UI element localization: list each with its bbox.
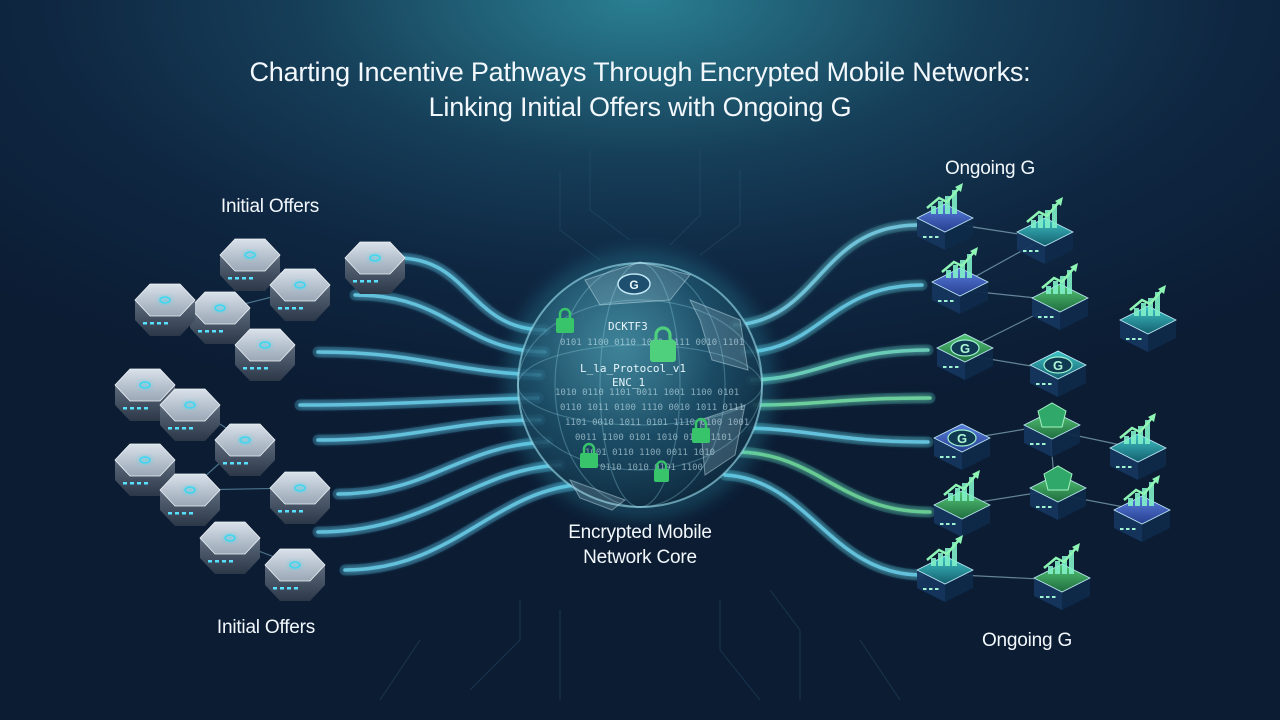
hexagon-server-icon	[189, 291, 251, 344]
circuit-traces	[379, 150, 901, 701]
initial-offers-label-bottom: Initial Offers	[216, 617, 316, 638]
growth-chart-icon	[1041, 263, 1078, 294]
right-node-links	[959, 224, 1141, 581]
g-badge-icon: G	[947, 429, 977, 447]
core-label-line-1: Encrypted Mobile	[568, 522, 712, 543]
hexagon-server-icon	[159, 473, 221, 526]
lock-icon	[654, 460, 669, 482]
diagram-title-line-1: Charting Incentive Pathways Through Encr…	[249, 57, 1031, 87]
svg-text:G: G	[960, 341, 970, 356]
lock-icon	[556, 307, 574, 333]
g-badge-node: G	[1029, 350, 1087, 397]
growth-chart-icon	[926, 183, 963, 214]
hexagon-server-icon	[134, 283, 196, 336]
hexagon-server-icon	[114, 443, 176, 496]
hexagon-server-icon	[269, 268, 331, 321]
growth-chart-node	[1113, 475, 1171, 542]
growth-chart-icon	[943, 470, 980, 501]
growth-chart-icon	[1026, 197, 1063, 228]
svg-text:1101 0010 1011 0101 1110 0100: 1101 0010 1011 0101 1110 0100 1001	[565, 418, 749, 428]
hexagon-server-icon	[199, 521, 261, 574]
growth-chart-node	[1031, 263, 1089, 330]
hexagon-server-icon	[269, 471, 331, 524]
svg-text:0011 1100 0101 1010 0110 1101: 0011 1100 0101 1010 0110 1101	[575, 433, 732, 443]
ongoing-growth-nodes: G G G	[916, 183, 1177, 610]
gem-node	[1029, 465, 1087, 520]
growth-chart-icon	[1043, 543, 1080, 574]
growth-chart-icon	[1129, 285, 1166, 316]
core-label: Encrypted Mobile Network Core	[510, 520, 770, 570]
hexagon-server-icon	[344, 241, 406, 294]
hexagon-server-icon	[214, 423, 276, 476]
g-badge-node: G	[933, 423, 991, 470]
initial-offer-nodes	[114, 238, 406, 601]
growth-chart-icon	[926, 535, 963, 566]
ongoing-label-bottom: Ongoing G	[981, 630, 1073, 651]
svg-text:G: G	[957, 431, 967, 446]
initial-offers-label-top: Initial Offers	[220, 196, 320, 217]
encrypted-core-sphere: 0101 1100 0110 1010 0111 0010 1101 1010 …	[505, 250, 775, 520]
growth-chart-icon	[1123, 475, 1160, 506]
growth-chart-node	[1119, 285, 1177, 352]
lock-icon	[650, 326, 676, 362]
svg-text:0110 1011 0100 1110 0010 1011: 0110 1011 0100 1110 0010 1011 0111	[560, 403, 744, 413]
hexagon-server-icon	[264, 548, 326, 601]
g-badge-icon: G	[617, 273, 651, 295]
diagram-title-line-2: Linking Initial Offers with Ongoing G	[428, 92, 852, 122]
svg-text:G: G	[629, 278, 638, 292]
core-code-line-1: DCKTF3	[608, 320, 648, 333]
svg-text:1010 0110 1101 0011 1001 1100: 1010 0110 1101 0011 1001 1100 0101	[555, 388, 739, 398]
ongoing-label-top: Ongoing G	[944, 158, 1036, 179]
growth-chart-node	[916, 535, 974, 602]
growth-chart-node	[933, 470, 991, 537]
g-badge-icon: G	[950, 339, 980, 357]
g-badge-node: G	[936, 333, 994, 380]
growth-chart-icon	[941, 247, 978, 278]
growth-chart-icon	[1119, 413, 1156, 444]
svg-text:1001 0110 1100 0011 1010: 1001 0110 1100 0011 1010	[585, 448, 715, 458]
svg-text:G: G	[1053, 358, 1063, 373]
core-code-line-2: L_la_Protocol_v1	[580, 362, 686, 375]
growth-chart-node	[916, 183, 974, 250]
hexagon-server-icon	[219, 238, 281, 291]
gem-node	[1023, 402, 1081, 457]
core-code-line-3: ENC_1	[612, 376, 645, 389]
gem-icon	[1037, 402, 1067, 428]
hexagon-server-icon	[159, 388, 221, 441]
gem-icon	[1043, 465, 1073, 491]
growth-chart-node	[1109, 413, 1167, 480]
growth-chart-node	[1016, 197, 1074, 264]
core-label-line-2: Network Core	[583, 547, 697, 568]
hexagon-server-icon	[234, 328, 296, 381]
growth-chart-node	[1033, 543, 1091, 610]
growth-chart-node	[931, 247, 989, 314]
g-badge-icon: G	[1043, 356, 1073, 374]
svg-text:0110 1010 0101 1100: 0110 1010 0101 1100	[600, 463, 703, 473]
lock-icon	[580, 442, 598, 468]
lock-icon	[692, 417, 710, 443]
